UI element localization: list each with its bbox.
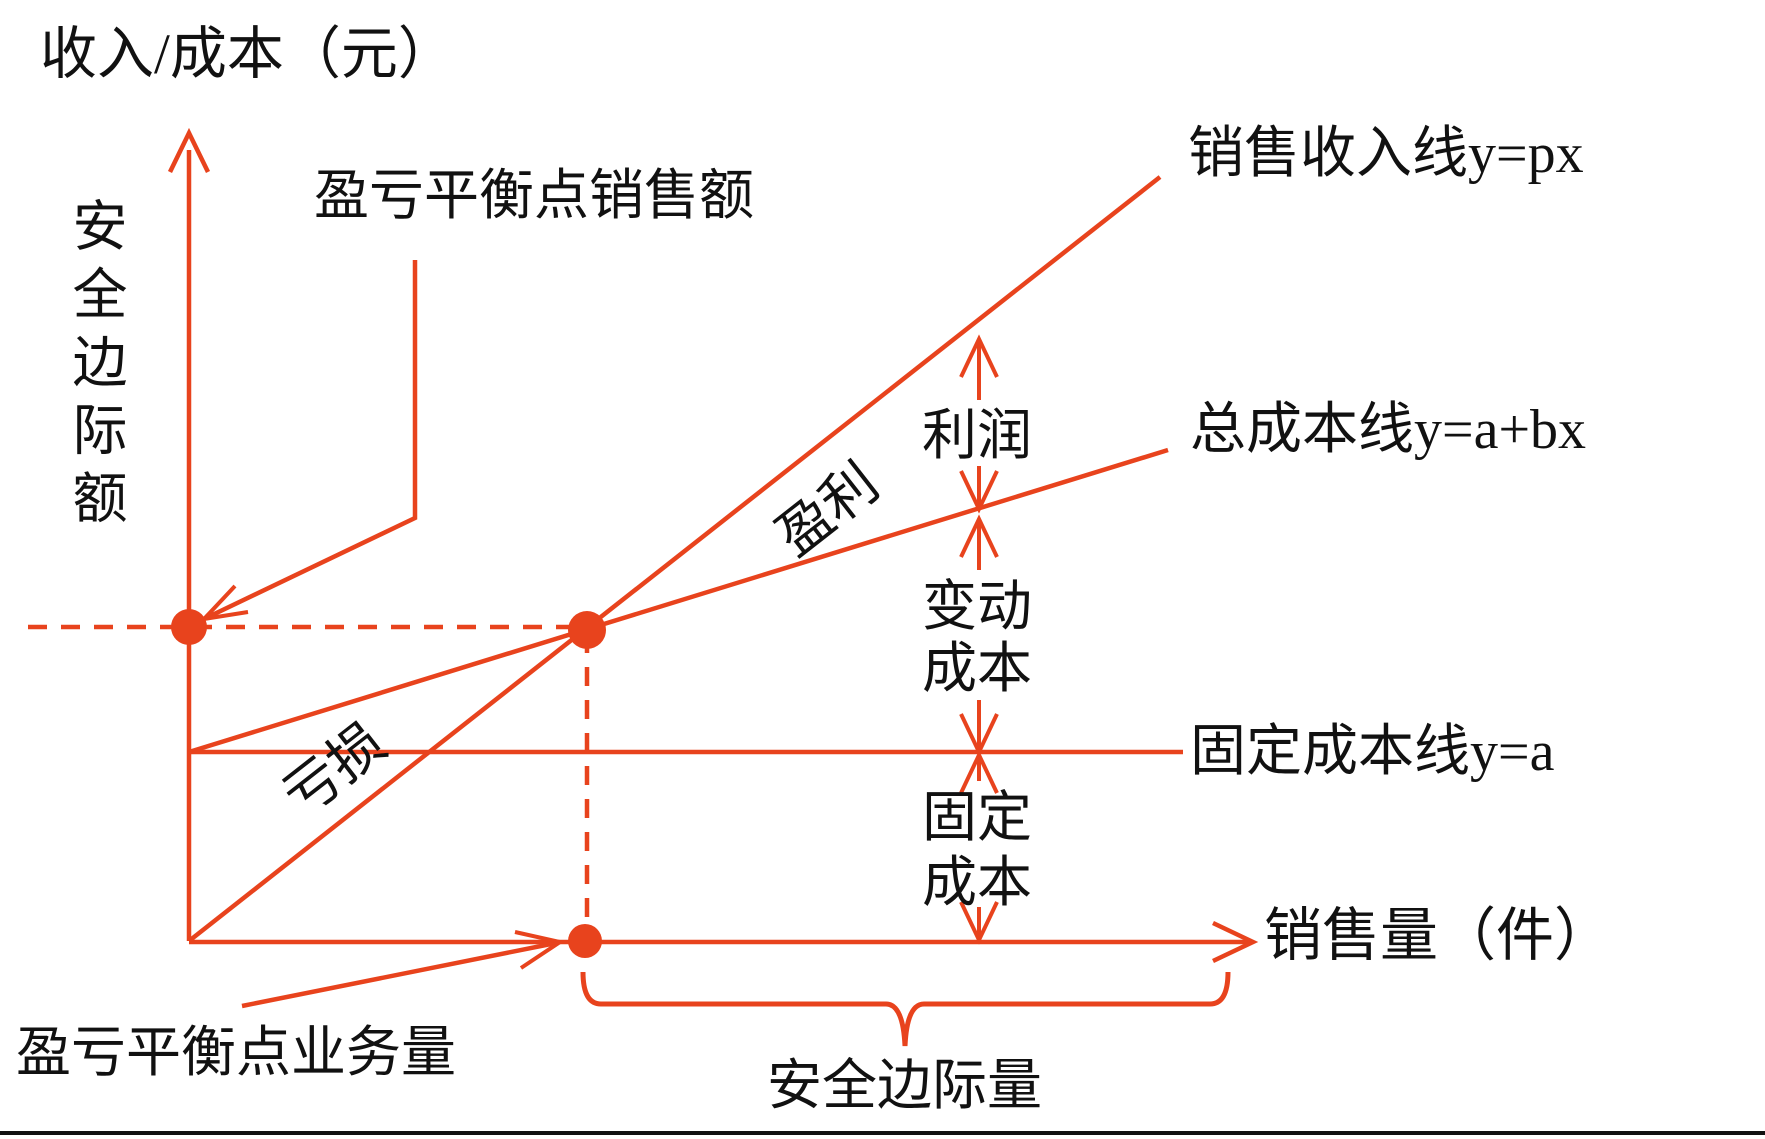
profit-gap-label: 利润 (922, 405, 1033, 466)
bep-sales-label: 盈亏平衡点销售额 (314, 165, 755, 226)
break-even-point-dot (568, 611, 606, 649)
bep-volume-dot (568, 924, 602, 958)
fixed-cost-up-head-icon (959, 750, 999, 794)
bep-sales-dot (171, 609, 207, 645)
safety-margin-brace-icon (580, 971, 1231, 1047)
variable-cost-label-line1: 变动 (921, 576, 1032, 637)
profit-arrow-up-head-icon (959, 334, 999, 378)
y-axis-title: 收入/成本（元） (40, 23, 455, 86)
fixed-cost-label: 固定 成本 (921, 785, 1033, 915)
bep-sales-leader-line (205, 260, 418, 621)
safety-margin-quantity-label: 安全边际量 (767, 1055, 1043, 1116)
variable-cost-label: 变动 成本 (921, 576, 1033, 700)
bep-volume-leader-arrowhead-icon (514, 930, 566, 970)
variable-cost-up-head-icon (959, 514, 999, 558)
fixed-cost-label-line1: 固定 (921, 787, 1032, 848)
sales-revenue-line (187, 175, 1162, 943)
bottom-border-line (0, 1131, 1765, 1135)
bep-volume-label: 盈亏平衡点业务量 (16, 1022, 457, 1083)
total-cost-line-label: 总成本线y=a+bx (1190, 399, 1587, 461)
x-axis-title: 销售量（件） (1264, 903, 1613, 968)
bep-volume-leader-line (241, 940, 557, 1009)
sales-revenue-line-label: 销售收入线y=px (1188, 123, 1584, 185)
safety-margin-amount-label: 安全边际额 (64, 197, 125, 537)
x-axis-arrowhead-icon (1212, 920, 1259, 964)
fixed-cost-line-label: 固定成本线y=a (1190, 721, 1555, 783)
profit-arrow-down-head-icon (959, 470, 999, 514)
y-axis-arrowhead-icon (167, 127, 211, 173)
fixed-cost-label-line2: 成本 (921, 852, 1032, 913)
variable-cost-label-line2: 成本 (921, 638, 1032, 699)
fixed-cost-down-head-icon (959, 901, 999, 945)
total-cost-line (188, 447, 1169, 755)
